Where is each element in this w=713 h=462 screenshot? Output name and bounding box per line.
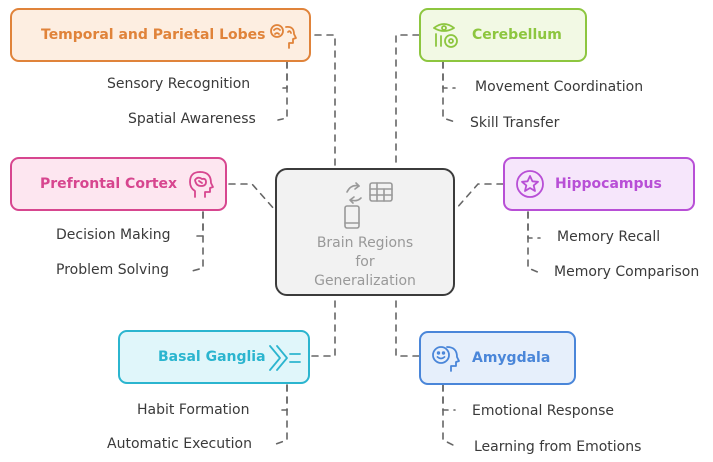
branch-cerebellum[interactable]: Cerebellum [419, 8, 587, 62]
branch-hippocampus[interactable]: Hippocampus [503, 157, 695, 211]
sub-item-habit-formation: Habit Formation [137, 402, 250, 418]
branch-temporal[interactable]: Temporal and Parietal Lobes [10, 8, 311, 62]
sub-item-sensory-recognition: Sensory Recognition [107, 76, 251, 92]
branch-title: Basal Ganglia [158, 349, 266, 365]
sub-item-decision-making: Decision Making [56, 227, 171, 243]
sub-item-spatial-awareness: Spatial Awareness [128, 111, 256, 127]
branch-title: Cerebellum [472, 27, 562, 43]
swap-arrows-table-icon [344, 182, 393, 229]
branch-basal[interactable]: Basal Ganglia [118, 330, 310, 384]
branch-prefrontal[interactable]: Prefrontal Cortex [10, 157, 227, 211]
branch-title: Hippocampus [555, 176, 662, 192]
sub-item-movement-coordination: Movement Coordination [475, 79, 644, 95]
connector-hippocampus [454, 183, 504, 211]
sub-item-automatic-execution: Automatic Execution [107, 436, 252, 452]
connector-amygdala [395, 295, 420, 357]
center-title: Brain Regions for Generalization [314, 235, 416, 289]
eye-wheel-icon [433, 23, 458, 48]
branch-title: Prefrontal Cortex [40, 176, 178, 192]
smile-head-icon [432, 346, 460, 372]
connector-temporal [314, 34, 336, 169]
star-circle-icon [516, 170, 544, 198]
chevrons-equals-icon [269, 345, 301, 371]
sub-item-memory-comparison: Memory Comparison [554, 264, 700, 280]
brain-head-icon [189, 171, 214, 198]
brain-profile-icon [270, 24, 297, 49]
branch-amygdala[interactable]: Amygdala [419, 331, 576, 385]
sub-item-emotional-response: Emotional Response [472, 403, 615, 419]
sub-item-learning-from-emotions: Learning from Emotions [474, 439, 642, 455]
center-node[interactable]: Brain Regions for Generalization [275, 168, 455, 296]
branch-title: Amygdala [472, 350, 551, 366]
connector-basal [311, 295, 336, 357]
connector-prefrontal [228, 183, 276, 211]
branch-title: Temporal and Parietal Lobes [41, 27, 266, 43]
sub-item-problem-solving: Problem Solving [56, 262, 169, 278]
sub-item-skill-transfer: Skill Transfer [470, 115, 560, 131]
sub-item-memory-recall: Memory Recall [557, 229, 661, 245]
connector-cerebellum [395, 34, 420, 169]
